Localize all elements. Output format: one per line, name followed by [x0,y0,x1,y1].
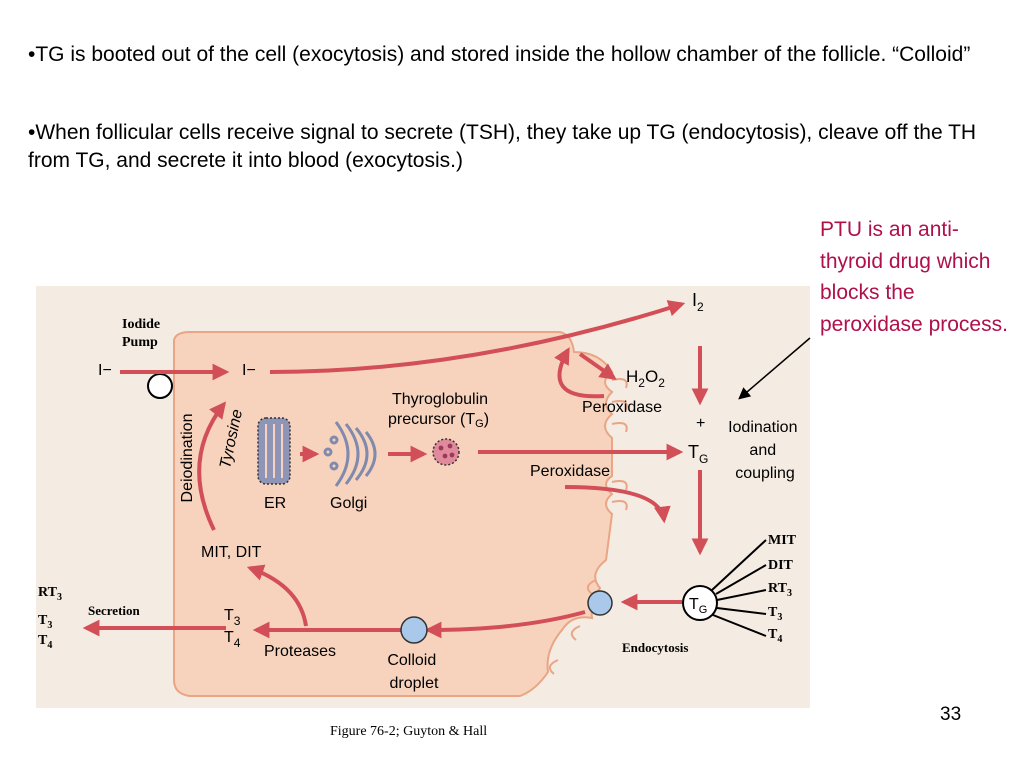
arrow-vesicle-to-droplet [424,610,586,639]
secretion-label: Secretion [88,603,141,618]
i2-label: I2 [692,290,704,314]
deiodination-label: Deiodination [179,414,196,503]
thyroglobulin-vesicle-icon [432,438,460,466]
arrow-proteases-to-mitdit [246,564,308,627]
arrow-to-h2o2 [578,352,617,380]
pathway-arrows [82,300,709,639]
iodide-outside-label: I− [98,362,112,379]
svg-text:T3: T3 [768,605,782,623]
golgi-label: Golgi [330,495,367,512]
secreted-hormones: RT3 T3 T4 [38,585,62,651]
iodide-inside-label: I− [242,362,256,379]
iodide-pump-label: Iodide Pump [122,317,164,350]
colloid-droplet-icon [400,616,428,644]
svg-text:T3: T3 [38,613,52,631]
iodination-coupling-label: Iodination and coupling [728,419,802,482]
page-number: 33 [940,704,962,725]
endocytosis-label: Endocytosis [622,640,688,655]
tg-circle: TG [682,585,718,621]
svg-text:RT3: RT3 [38,585,62,603]
plus-sign: + [696,415,705,432]
svg-text:T4: T4 [38,633,52,651]
peroxidase-mid-label: Peroxidase [530,463,610,480]
endocytic-vesicle-icon [587,590,613,616]
thyroglobulin-label: Thyroglobulin precursor (TG) [388,391,493,430]
arrow-peroxidase-loop [554,347,605,399]
colloid-droplet-label: Colloid droplet [387,652,440,692]
svg-text:TG: TG [689,596,707,616]
note-pointer-arrow [738,337,811,400]
bullet-colloid: •TG is booted out of the cell (exocytosi… [28,43,971,66]
iodide-pump-icon [147,373,173,399]
svg-text:RT3: RT3 [768,581,792,599]
h2o2-label: H2O2 [626,367,665,390]
ptu-note: PTU is an anti-thyroid drug which blocks… [820,218,1008,336]
tg-products: MIT DIT RT3 T3 T4 [768,533,797,645]
t4-label: T4 [224,629,241,650]
er-label: ER [264,495,286,512]
golgi-icon [323,421,377,487]
arrow-to-i2 [269,300,686,374]
mit-dit-label: MIT, DIT [201,544,262,561]
tg-label: TG [688,442,708,466]
svg-text:T4: T4 [768,627,782,645]
peroxidase-top-label: Peroxidase [582,399,662,416]
bullet-secretion: •When follicular cells receive signal to… [28,121,977,172]
arrow-peroxidase-curve [564,485,671,524]
t3-label: T3 [224,607,241,628]
arrow-deiodination [197,401,227,531]
proteases-label: Proteases [264,643,336,660]
tg-product-lines [711,539,767,637]
svg-text:MIT: MIT [768,533,797,548]
er-icon [257,417,291,485]
figure-caption: Figure 76-2; Guyton & Hall [330,724,488,739]
svg-text:DIT: DIT [768,558,794,573]
